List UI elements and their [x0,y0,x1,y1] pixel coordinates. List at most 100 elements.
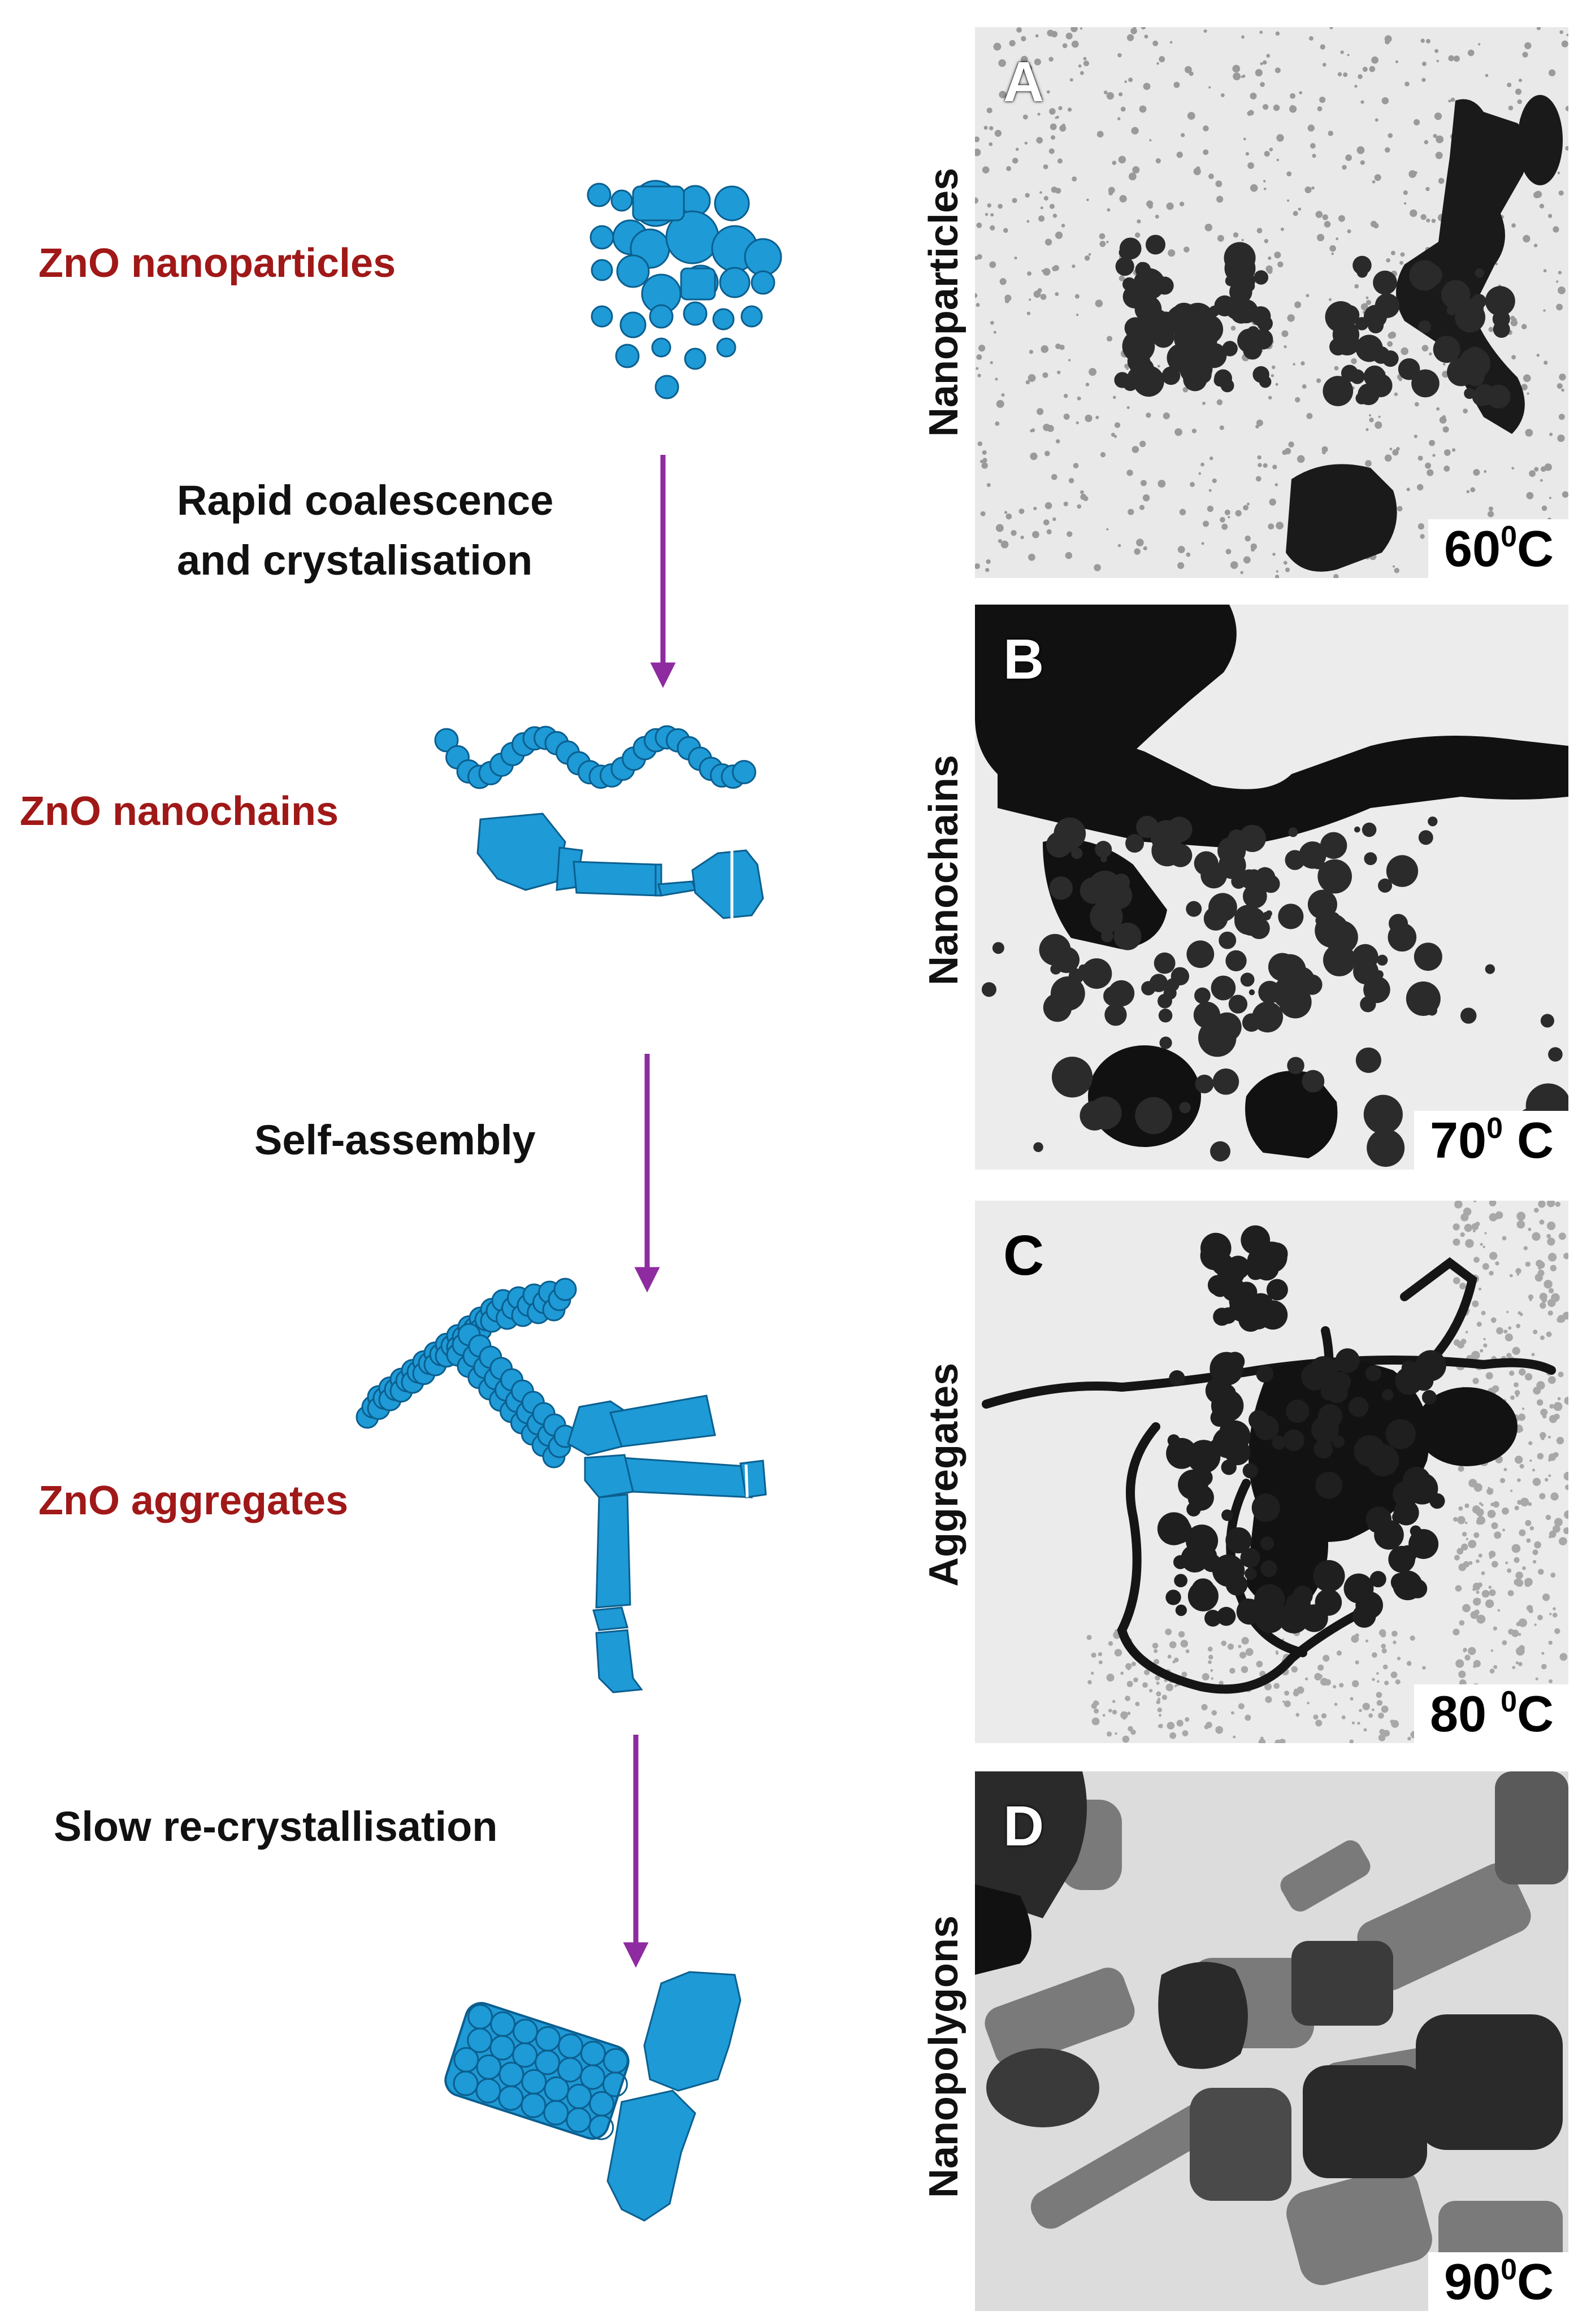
temperature-value-c: 80 [1429,1686,1487,1743]
background-speckle [1365,1639,1369,1643]
background-speckle [1020,535,1024,540]
temperature-unit-d: C [1517,2253,1554,2310]
background-speckle [1178,1631,1185,1638]
nanoparticle-blob [1418,320,1431,333]
background-speckle [1349,1739,1354,1743]
background-speckle [1126,406,1130,409]
background-speckle [1526,1538,1531,1543]
background-speckle [1546,1233,1551,1239]
background-speckle [1464,1654,1471,1661]
nanoparticle-blob [1122,277,1137,292]
micrograph-a-image [975,27,1568,578]
background-speckle [977,441,983,446]
background-speckle [1040,206,1043,210]
background-speckle [1282,1739,1286,1743]
nanochain-blob [1135,1097,1172,1135]
background-speckle [1289,105,1297,113]
background-speckle [1381,1705,1389,1713]
panel-title-a-text: Nanoparticles [921,167,966,437]
background-speckle [1488,506,1493,511]
background-speckle [1293,211,1298,216]
background-speckle [1298,207,1302,211]
background-speckle [1524,42,1532,50]
background-speckle [1212,478,1217,484]
aggregate-blob [1165,1517,1192,1544]
background-speckle [1515,1661,1519,1665]
aggregate-blob [1285,1592,1311,1618]
background-speckle [1512,1346,1520,1355]
background-speckle [1077,504,1082,509]
background-speckle [1073,463,1079,468]
panel-title-d-text: Nanopolygons [921,1915,966,2198]
background-speckle [1532,1560,1537,1564]
background-speckle [1362,67,1368,72]
background-speckle [1287,314,1295,322]
background-speckle [1147,203,1153,209]
background-speckle [1426,218,1430,223]
background-speckle [1434,112,1442,120]
background-speckle [1004,511,1008,514]
background-speckle [1371,56,1379,64]
background-speckle [1215,1726,1224,1734]
nanoparticle-blob [1161,366,1181,385]
background-speckle [1544,1478,1549,1482]
aggregate-blob [1251,1493,1280,1522]
background-speckle [1547,1376,1556,1384]
nanochain-blob [1068,968,1084,984]
aggregate-blob [1266,1279,1288,1301]
background-speckle [1473,1257,1480,1263]
background-speckle [1463,1649,1466,1653]
nanochain-blob [1195,1074,1214,1093]
aggregate-blob [1385,1419,1416,1449]
nanoparticle-blob [1363,365,1386,388]
background-speckle [1424,140,1429,145]
aggregate-blob [1263,1302,1279,1319]
background-speckle [1559,373,1566,381]
background-speckle [1518,1413,1525,1421]
background-speckle [1274,1739,1282,1743]
nanochain-blob [1225,950,1247,972]
background-speckle [1033,290,1041,298]
background-speckle [1387,341,1393,347]
aggregate-blob [1169,1370,1185,1387]
background-speckle [1106,528,1109,531]
background-speckle [1516,1220,1525,1229]
background-speckle [1414,171,1417,175]
background-speckle [1201,1704,1208,1711]
background-speckle [1456,1548,1464,1555]
background-speckle [1362,1702,1370,1710]
background-speckle [1080,27,1083,30]
background-speckle [1311,186,1315,190]
panel-letter-d: D [1003,1795,1044,1858]
background-speckle [1395,60,1398,63]
background-speckle [1108,1641,1113,1646]
background-speckle [1396,446,1400,451]
background-speckle [1272,365,1276,370]
stage-label-nanoparticles: ZnO nanoparticles [38,241,396,286]
background-speckle [1106,1731,1112,1737]
background-speckle [1247,162,1255,169]
background-speckle [975,293,978,298]
background-speckle [1256,1661,1263,1667]
nanochain-blob [1081,958,1112,989]
background-speckle [1053,265,1059,271]
background-speckle [1057,370,1061,375]
background-speckle [1185,1717,1190,1722]
background-speckle [1257,455,1261,460]
background-speckle [1550,1572,1556,1578]
background-speckle [1417,523,1425,530]
background-speckle [1342,164,1347,170]
background-speckle [1182,1730,1189,1736]
aggregate-blob [1369,1571,1386,1588]
background-speckle [1102,1714,1106,1717]
background-speckle [1310,143,1316,149]
background-speckle [1407,1736,1411,1741]
nanoparticle-blob [1323,376,1354,406]
background-speckle [1355,1660,1359,1665]
background-speckle [1294,397,1300,403]
background-speckle [1134,548,1141,555]
background-speckle [1291,1666,1298,1673]
background-speckle [1493,1626,1497,1631]
background-speckle [1384,1680,1389,1686]
micrograph-panel-b: B 700 C [975,605,1568,1170]
